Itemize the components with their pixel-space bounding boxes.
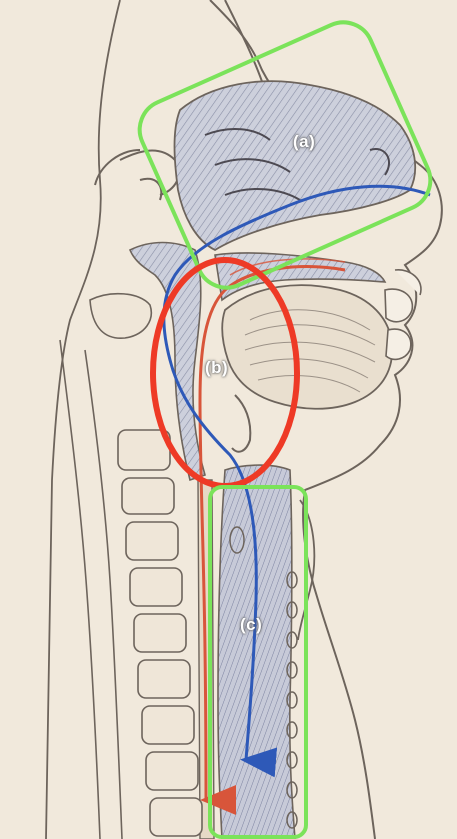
region-a-label: (a) [293,132,315,152]
region-c-label: (c) [240,615,262,635]
tongue [222,285,392,409]
epiglottis [232,395,250,452]
spinal-canal [60,340,122,839]
occipital-outline [46,0,120,839]
larynx-trachea [218,465,295,839]
region-b-label: (b) [205,358,228,378]
teeth-and-lips [385,270,421,360]
